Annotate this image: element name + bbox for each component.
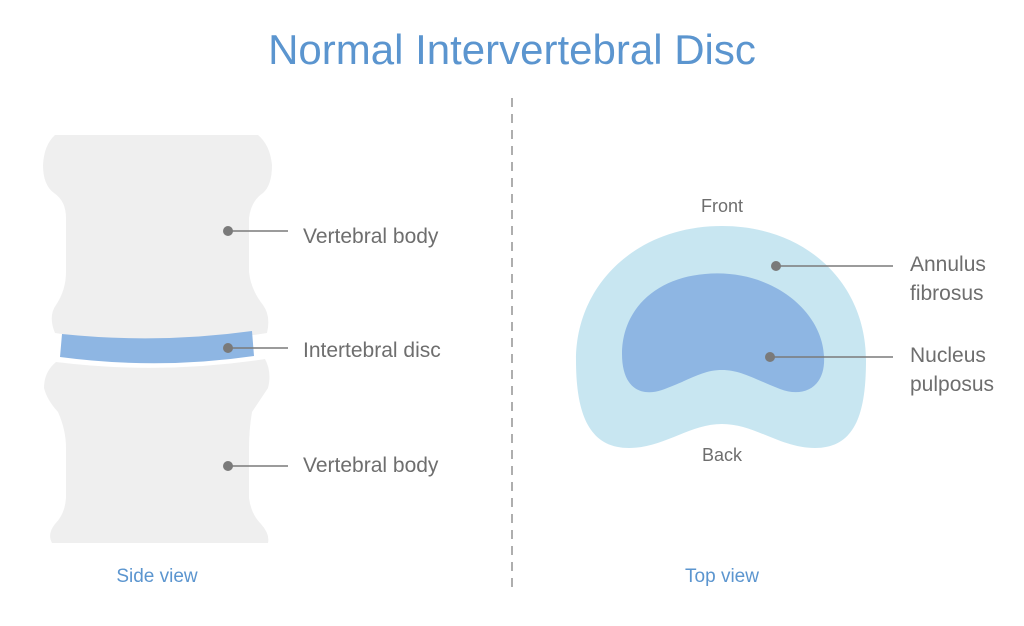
lower-vertebral-body xyxy=(44,359,270,543)
upper-vertebra-marker-dot xyxy=(223,226,233,236)
annulus-fibrosus-label-line1: Annulus xyxy=(910,253,986,276)
lower-vertebra-marker-dot xyxy=(223,461,233,471)
side-view-caption: Side view xyxy=(116,566,198,587)
disc-marker-dot xyxy=(223,343,233,353)
nucleus-marker-dot xyxy=(765,352,775,362)
upper-vertebral-body-label: Vertebral body xyxy=(303,225,439,248)
top-view-caption: Top view xyxy=(685,566,759,587)
diagram-title: Normal Intervertebral Disc xyxy=(268,26,756,73)
upper-vertebral-body xyxy=(43,135,272,342)
intervertebral-disc-label: Intertebral disc xyxy=(303,339,441,362)
front-orientation-label: Front xyxy=(701,196,743,216)
top-view: Front Back Annulus fibrosus Nucleus pulp… xyxy=(576,196,994,587)
annulus-marker-dot xyxy=(771,261,781,271)
nucleus-pulposus xyxy=(622,273,825,393)
intervertebral-disc xyxy=(60,331,254,364)
nucleus-pulposus-label-line1: Nucleus xyxy=(910,344,986,367)
side-view: Vertebral body Intertebral disc Vertebra… xyxy=(43,135,441,587)
lower-vertebral-body-label: Vertebral body xyxy=(303,454,439,477)
back-orientation-label: Back xyxy=(702,445,743,465)
nucleus-pulposus-label-line2: pulposus xyxy=(910,373,994,396)
annulus-fibrosus-label-line2: fibrosus xyxy=(910,282,984,305)
